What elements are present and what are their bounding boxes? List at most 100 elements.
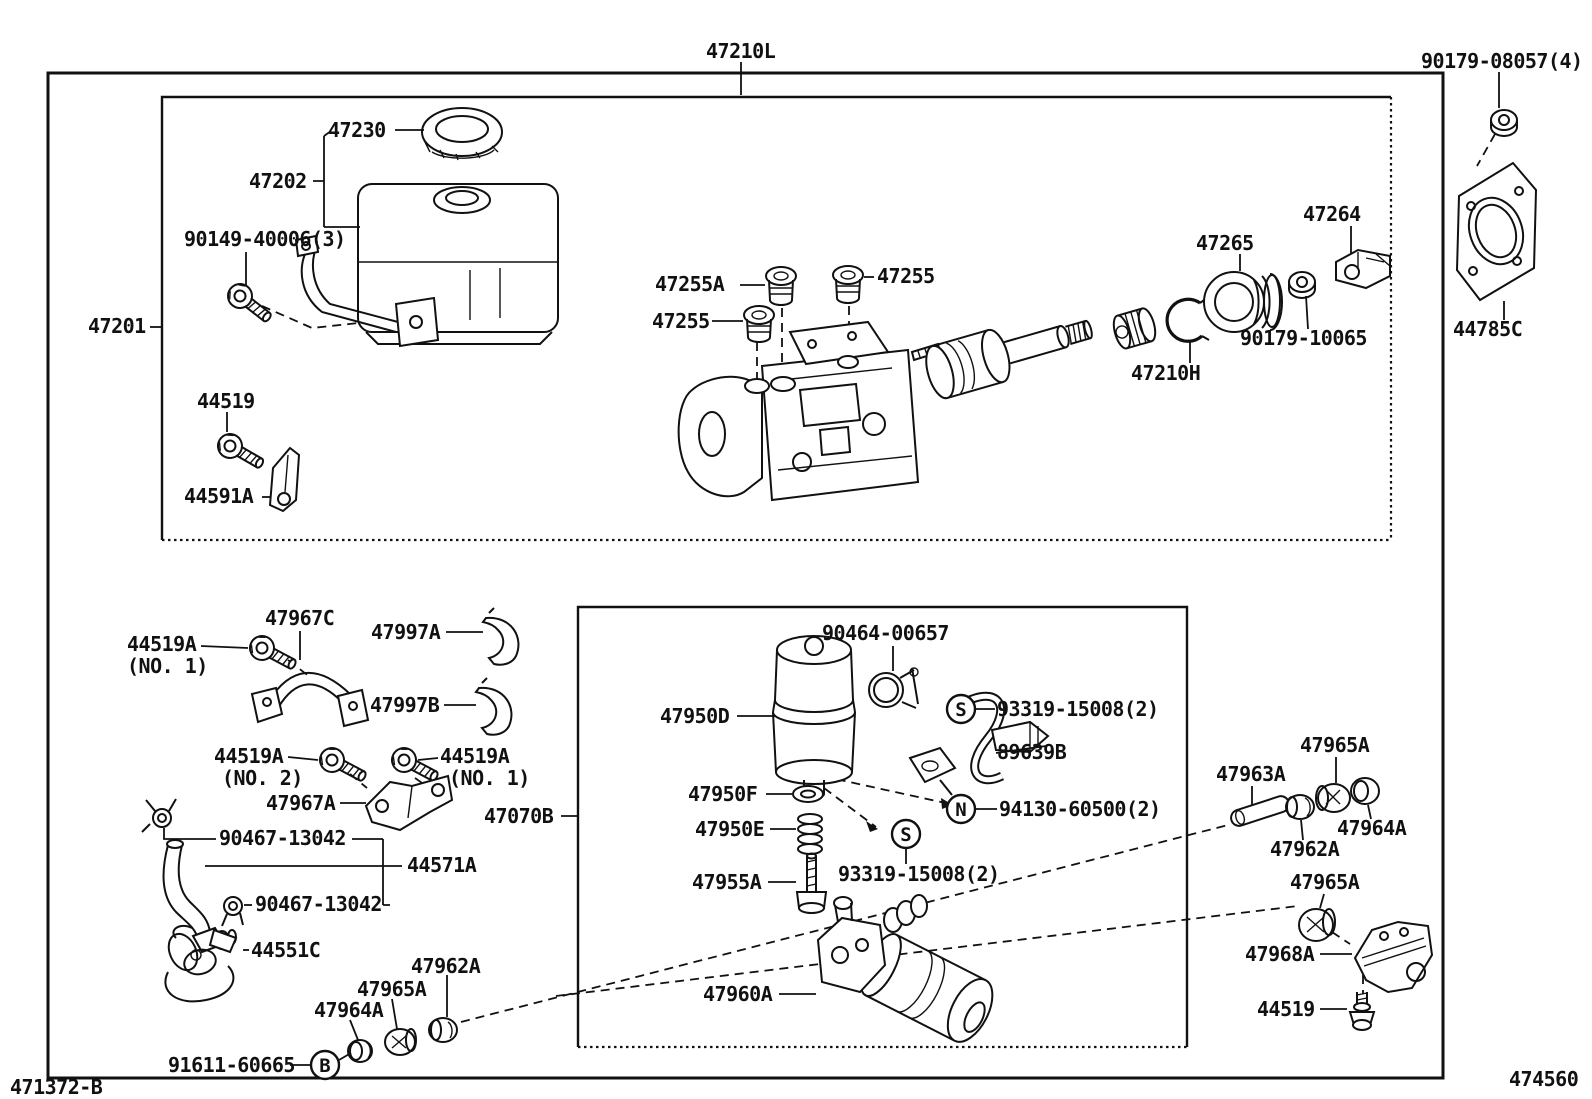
bracket-47968A-drawing — [1353, 920, 1434, 994]
part-label-47202: 47202 — [249, 169, 307, 193]
footer-code-left: 471372-B — [10, 1075, 103, 1099]
part-label-47968A: 47968A — [1245, 942, 1315, 966]
part-label-44519A-3-no: (NO. 1) — [449, 766, 530, 790]
part-label-44519A-2: 44519A — [214, 744, 284, 768]
part-label-47997A: 47997A — [371, 620, 441, 644]
part-label-89639B: 89639B — [997, 740, 1067, 764]
part-label-47965A-r2: 47965A — [1290, 870, 1360, 894]
plug-47965A-bl-drawing — [384, 1028, 417, 1056]
part-label-47963A: 47963A — [1216, 762, 1286, 786]
part-label-90179-08057: 90179-08057(4) — [1421, 49, 1583, 73]
part-label-90467-13042-a: 90467-13042 — [219, 826, 346, 850]
part-label-44519-br: 44519 — [1257, 997, 1315, 1021]
svg-text:N: N — [955, 799, 966, 821]
part-label-93319-15008-a: 93319-15008(2) — [997, 697, 1159, 721]
part-label-47962A-bl: 47962A — [411, 954, 481, 978]
plug-47965A-r1-drawing — [1315, 783, 1351, 813]
clamp-47967C-drawing — [250, 671, 370, 728]
ring-47964A-r-drawing — [1350, 777, 1380, 805]
pin-47963A-drawing — [1230, 795, 1290, 827]
marker-B: B — [309, 1049, 341, 1081]
reservoir-tank-drawing — [357, 183, 559, 345]
part-label-47950F: 47950F — [688, 782, 757, 806]
part-label-47965A-bl: 47965A — [357, 977, 427, 1001]
bracket-47967A-drawing — [364, 774, 454, 832]
spring-47950E-drawing — [797, 813, 823, 855]
part-label-44519A-1-no: (NO. 1) — [127, 654, 208, 678]
part-label-44591A: 44591A — [184, 484, 254, 508]
part-label-47201: 47201 — [88, 314, 146, 338]
part-label-91611-60665: 91611-60665 — [168, 1053, 295, 1077]
bracket-44591A-drawing — [268, 446, 301, 513]
bolt-44519A-2-drawing — [314, 742, 372, 789]
grommet-47255-right-drawing — [832, 265, 864, 304]
part-label-44571A: 44571A — [407, 853, 477, 877]
cup-47962A-r-drawing — [1285, 794, 1315, 820]
part-label-94130-60500: 94130-60500(2) — [999, 797, 1161, 821]
part-label-47264: 47264 — [1303, 202, 1361, 226]
part-label-90467-13042-b: 90467-13042 — [255, 892, 382, 916]
bolt-44519-br-drawing — [1349, 991, 1375, 1031]
part-label-47255-left: 47255 — [652, 309, 710, 333]
grommet-47255A-drawing — [765, 266, 797, 306]
clip-44551C-drawing — [164, 924, 238, 1003]
accumulator-47950D-drawing — [772, 635, 856, 799]
part-label-47210H: 47210H — [1131, 361, 1200, 385]
part-label-47070B: 47070B — [484, 804, 554, 828]
snap-ring-47210H-drawing — [1165, 297, 1210, 343]
actuator-frame — [576, 605, 1189, 1049]
part-label-47265: 47265 — [1196, 231, 1254, 255]
clip-47997A-drawing — [481, 607, 520, 666]
part-label-47950E: 47950E — [695, 817, 764, 841]
oring-47950F-drawing — [792, 785, 824, 803]
part-label-44519A-2-no: (NO. 2) — [222, 766, 303, 790]
bolt-47955A-drawing — [795, 852, 828, 914]
part-label-90179-10065: 90179-10065 — [1240, 326, 1367, 350]
part-label-47997B: 47997B — [370, 693, 440, 717]
marker-S2: S — [890, 818, 922, 850]
part-label-44519A-1: 44519A — [127, 632, 197, 656]
ref-markers: B S N S — [309, 693, 977, 1081]
plug-47962A-bl-drawing — [428, 1017, 458, 1043]
part-label-93319-15008-b: 93319-15008(2) — [838, 862, 1000, 886]
master-cylinder-frame — [160, 95, 1393, 542]
clamp-90467-bottom-drawing — [221, 896, 244, 927]
bolt-44519-top-drawing — [212, 428, 270, 476]
bolt-90149-drawing — [222, 278, 278, 330]
part-label-47950D: 47950D — [660, 704, 730, 728]
part-label-47965A-r1: 47965A — [1300, 733, 1370, 757]
pump-47960A-drawing — [816, 894, 994, 1043]
clamp-90464-drawing — [868, 667, 919, 709]
bolt-44519A-1-drawing — [244, 630, 302, 677]
nut-90179-10065-drawing — [1288, 271, 1316, 299]
clamp-90467-top-drawing — [141, 798, 177, 833]
part-label-47964A-bl: 47964A — [314, 998, 384, 1022]
svg-text:B: B — [319, 1055, 330, 1077]
leader-lines — [150, 62, 1505, 1066]
part-label-47960A: 47960A — [703, 982, 773, 1006]
marker-N: N — [945, 793, 977, 825]
part-label-47962A-r: 47962A — [1270, 837, 1340, 861]
gasket-44785C-drawing — [1455, 161, 1538, 302]
grommet-47255-left-drawing — [743, 305, 775, 343]
part-label-47255-right: 47255 — [877, 264, 935, 288]
clevis-47264-drawing — [1335, 248, 1391, 290]
part-label-44551C: 44551C — [251, 938, 320, 962]
push-rod-drawing — [925, 319, 1093, 400]
part-label-44785C: 44785C — [1453, 317, 1522, 341]
part-label-47967A: 47967A — [266, 791, 336, 815]
rod-retainer-drawing — [1112, 307, 1157, 350]
outer-frame — [46, 71, 1445, 1080]
reservoir-cap-drawing — [421, 107, 503, 161]
marker-S1: S — [945, 693, 977, 725]
clip-47997B-drawing — [474, 677, 513, 736]
part-label-47955A: 47955A — [692, 870, 762, 894]
part-label-47967C: 47967C — [265, 606, 334, 630]
boot-47265-drawing — [1203, 271, 1283, 333]
svg-text:S: S — [955, 699, 966, 721]
reservoir-bracket-drawing — [294, 234, 440, 348]
ring-47964A-bl-drawing — [347, 1039, 373, 1063]
